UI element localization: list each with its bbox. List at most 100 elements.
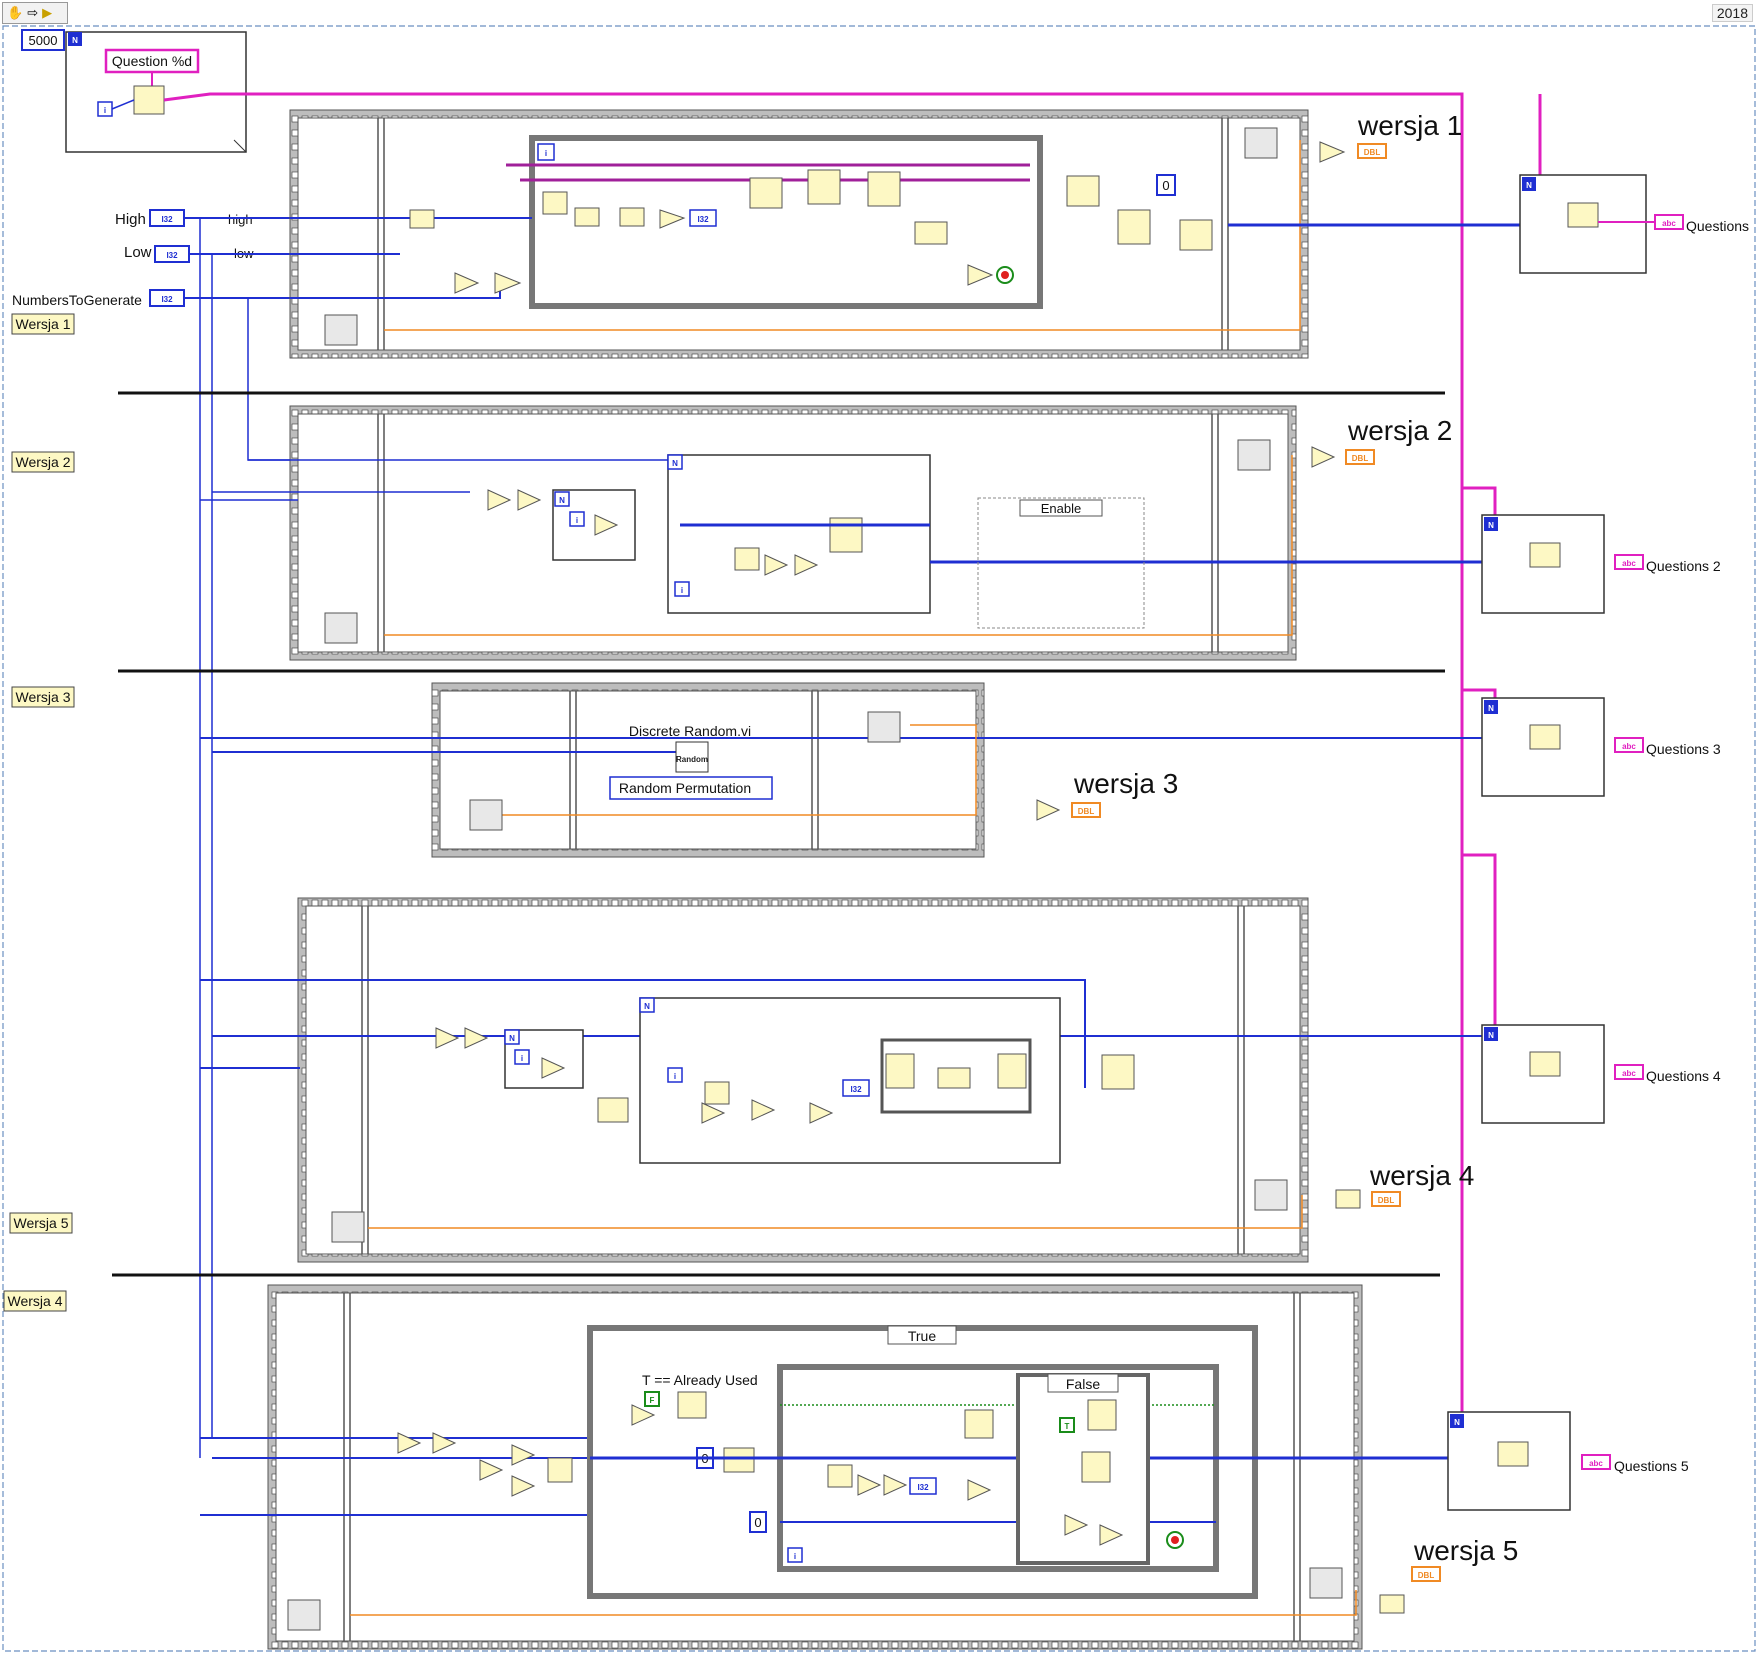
subtract-node-4[interactable] (701, 1102, 726, 1124)
questions-2-indicator[interactable] (1614, 554, 1644, 570)
tick-count-icon-7[interactable] (331, 1211, 365, 1243)
decrement-node-5[interactable] (397, 1432, 422, 1454)
iteration-terminal[interactable] (537, 143, 555, 161)
build-array-icon[interactable] (914, 221, 948, 245)
dice-icon-2[interactable] (734, 547, 760, 571)
n-terminal-q4[interactable] (1484, 1027, 1498, 1041)
add-node-4[interactable] (541, 1057, 566, 1079)
tick-count-icon-10[interactable] (1309, 1567, 1343, 1599)
dice-icon-5[interactable] (827, 1464, 853, 1488)
greater-zero-node[interactable] (511, 1444, 536, 1466)
subtract-node-5[interactable] (1335, 1189, 1361, 1209)
multiply-node-2[interactable] (764, 554, 789, 576)
multiply-node[interactable] (574, 207, 600, 227)
n-terminal[interactable] (68, 32, 82, 46)
tick-count-icon-8[interactable] (1254, 1179, 1288, 1211)
index-array-icon-4[interactable] (1529, 1051, 1561, 1077)
i-terminal-4b[interactable] (667, 1067, 683, 1083)
questions-3-indicator[interactable] (1614, 737, 1644, 753)
less-than-node[interactable] (454, 272, 480, 294)
initialize-array-icon[interactable] (597, 1097, 629, 1123)
initialize-bool-array-icon[interactable] (677, 1391, 707, 1419)
and-node[interactable] (547, 1457, 573, 1483)
questions-indicator[interactable] (1654, 214, 1684, 230)
hand-icon[interactable]: ✋ (7, 5, 24, 21)
index-element-in[interactable] (885, 1053, 915, 1089)
unbundle-icon[interactable] (1066, 175, 1100, 207)
round-node-2[interactable] (794, 554, 819, 576)
case-structure-false[interactable]: False (1016, 1373, 1150, 1565)
while-loop-1[interactable] (529, 135, 1043, 309)
increment-node[interactable] (517, 489, 542, 511)
replace-subset-icon[interactable] (1087, 1399, 1117, 1431)
greater-zero-node-2[interactable] (511, 1475, 536, 1497)
insert-array-icon[interactable] (867, 171, 901, 207)
greater-equal-node[interactable] (967, 264, 994, 286)
subtract-node-3[interactable] (1036, 799, 1061, 821)
add-node-5[interactable] (809, 1102, 834, 1124)
for-loop-2[interactable] (667, 454, 931, 614)
compare-node[interactable] (479, 1459, 504, 1481)
replace-subset-icon-2[interactable] (1081, 1451, 1111, 1483)
add-node-6[interactable] (967, 1479, 992, 1501)
random-vi-icon[interactable] (675, 741, 709, 773)
add-node-2[interactable] (619, 207, 645, 227)
tick-count-icon-3[interactable] (324, 612, 358, 644)
round-node-5[interactable] (883, 1474, 908, 1496)
n-terminal-q2[interactable] (1484, 517, 1498, 531)
tick-count-icon-9[interactable] (287, 1599, 321, 1631)
increment-node-4[interactable] (464, 1027, 489, 1049)
dbl-indicator-4[interactable] (1371, 1191, 1401, 1207)
index-array-icon-5[interactable] (964, 1409, 994, 1439)
i-terminal-2b[interactable] (674, 581, 690, 597)
zero-constant-3[interactable] (749, 1511, 767, 1533)
arrow-icon[interactable]: ⇨ (27, 5, 39, 21)
add-node[interactable] (409, 209, 435, 229)
true-constant[interactable] (1059, 1417, 1075, 1433)
select-node[interactable] (494, 272, 522, 294)
dbl-indicator-3[interactable] (1071, 802, 1101, 818)
i32-convert-4[interactable] (842, 1079, 870, 1097)
format-into-string-icon[interactable] (133, 85, 165, 115)
subtract-node-6[interactable] (1379, 1594, 1405, 1614)
n-terminal-4b[interactable] (504, 1029, 520, 1045)
false-constant[interactable] (644, 1391, 660, 1407)
sort-icon[interactable] (1179, 219, 1213, 251)
n-terminal-q1[interactable] (1522, 177, 1536, 191)
index-element-out[interactable] (997, 1053, 1027, 1089)
subtract-node[interactable] (1319, 141, 1346, 163)
dbl-indicator-2[interactable] (1345, 449, 1375, 465)
i-terminal-4[interactable] (514, 1049, 530, 1065)
decrement-node-4[interactable] (435, 1027, 460, 1049)
add-node-3[interactable] (594, 514, 619, 536)
subtract-node-2[interactable] (1311, 446, 1336, 468)
decrement-node[interactable] (487, 489, 512, 511)
init-array-icon-5[interactable] (723, 1447, 755, 1473)
increment-node-5[interactable] (432, 1432, 457, 1454)
increment-node-7[interactable] (1064, 1514, 1089, 1536)
dbl-indicator[interactable] (1357, 143, 1387, 159)
index-array-icon-6[interactable] (1497, 1441, 1529, 1467)
multiply-node-5[interactable] (857, 1474, 882, 1496)
tick-count-icon-4[interactable] (1237, 439, 1271, 471)
i-terminal-2[interactable] (569, 511, 585, 527)
ge-node-5[interactable] (1099, 1524, 1124, 1546)
zero-constant[interactable] (1156, 174, 1176, 196)
n-terminal-q5[interactable] (1450, 1414, 1464, 1428)
n-terminal-2[interactable] (667, 454, 683, 470)
n-terminal-4[interactable] (639, 997, 655, 1013)
index-array-icon[interactable] (1567, 202, 1599, 228)
dice-icon-4[interactable] (704, 1081, 730, 1105)
search-array-icon[interactable] (807, 169, 841, 205)
format-into-string-icon-2[interactable] (749, 177, 783, 209)
tick-count-icon[interactable] (324, 314, 358, 346)
round-node[interactable] (659, 209, 686, 229)
increment-node-6[interactable] (631, 1404, 656, 1426)
index-array-icon-2[interactable] (1529, 542, 1561, 568)
count-constant[interactable] (21, 29, 65, 51)
swap-array-icon[interactable] (829, 517, 863, 553)
iteration-terminal-5[interactable] (787, 1547, 803, 1563)
multiply-node-4[interactable] (751, 1099, 776, 1121)
n-terminal-q3[interactable] (1484, 700, 1498, 714)
i32-convert-5[interactable] (909, 1477, 937, 1495)
